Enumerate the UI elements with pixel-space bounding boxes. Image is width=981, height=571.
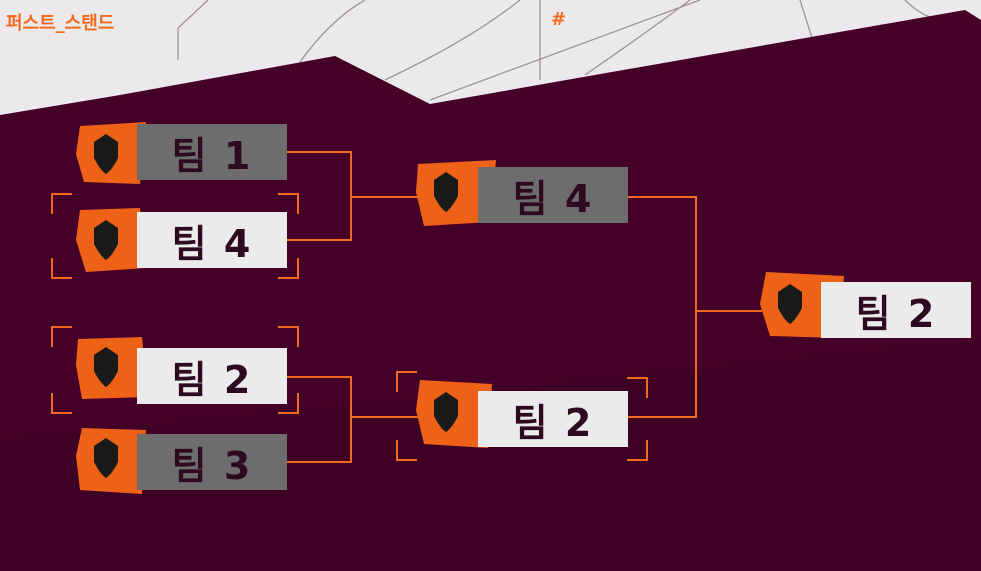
team-badges	[76, 122, 844, 494]
team-name: 팀 2	[512, 400, 594, 445]
hashtag-label: #	[551, 9, 567, 30]
shield-icon	[434, 392, 458, 432]
team-slot-round2-2[interactable]: 팀 2	[478, 391, 628, 447]
team-slot-round1-2[interactable]: 팀 4	[137, 212, 287, 268]
shield-icon	[94, 220, 118, 260]
team-name: 팀 1	[171, 133, 253, 178]
shield-icon	[778, 284, 802, 324]
selection-brackets	[51, 193, 648, 461]
team-name: 팀 4	[171, 221, 253, 266]
team-slot-round2-1[interactable]: 팀 4	[478, 167, 628, 223]
shield-icon	[94, 438, 118, 478]
stage-title: 퍼스트_스탠드	[6, 13, 115, 34]
team-name: 팀 2	[171, 357, 253, 402]
shield-icon	[434, 172, 458, 212]
team-name: 팀 4	[512, 176, 594, 221]
shield-icon	[94, 347, 118, 387]
team-name: 팀 2	[855, 291, 937, 336]
team-slot-round1-4[interactable]: 팀 3	[137, 434, 287, 490]
shield-icon	[94, 134, 118, 174]
bracket-connectors	[287, 151, 762, 463]
team-slot-round1-1[interactable]: 팀 1	[137, 124, 287, 180]
team-name: 팀 3	[171, 443, 253, 488]
team-slot-round1-3[interactable]: 팀 2	[137, 348, 287, 404]
panel-shade	[0, 340, 981, 571]
team-slot-champion[interactable]: 팀 2	[821, 282, 971, 338]
decorative-lines	[177, 0, 939, 101]
